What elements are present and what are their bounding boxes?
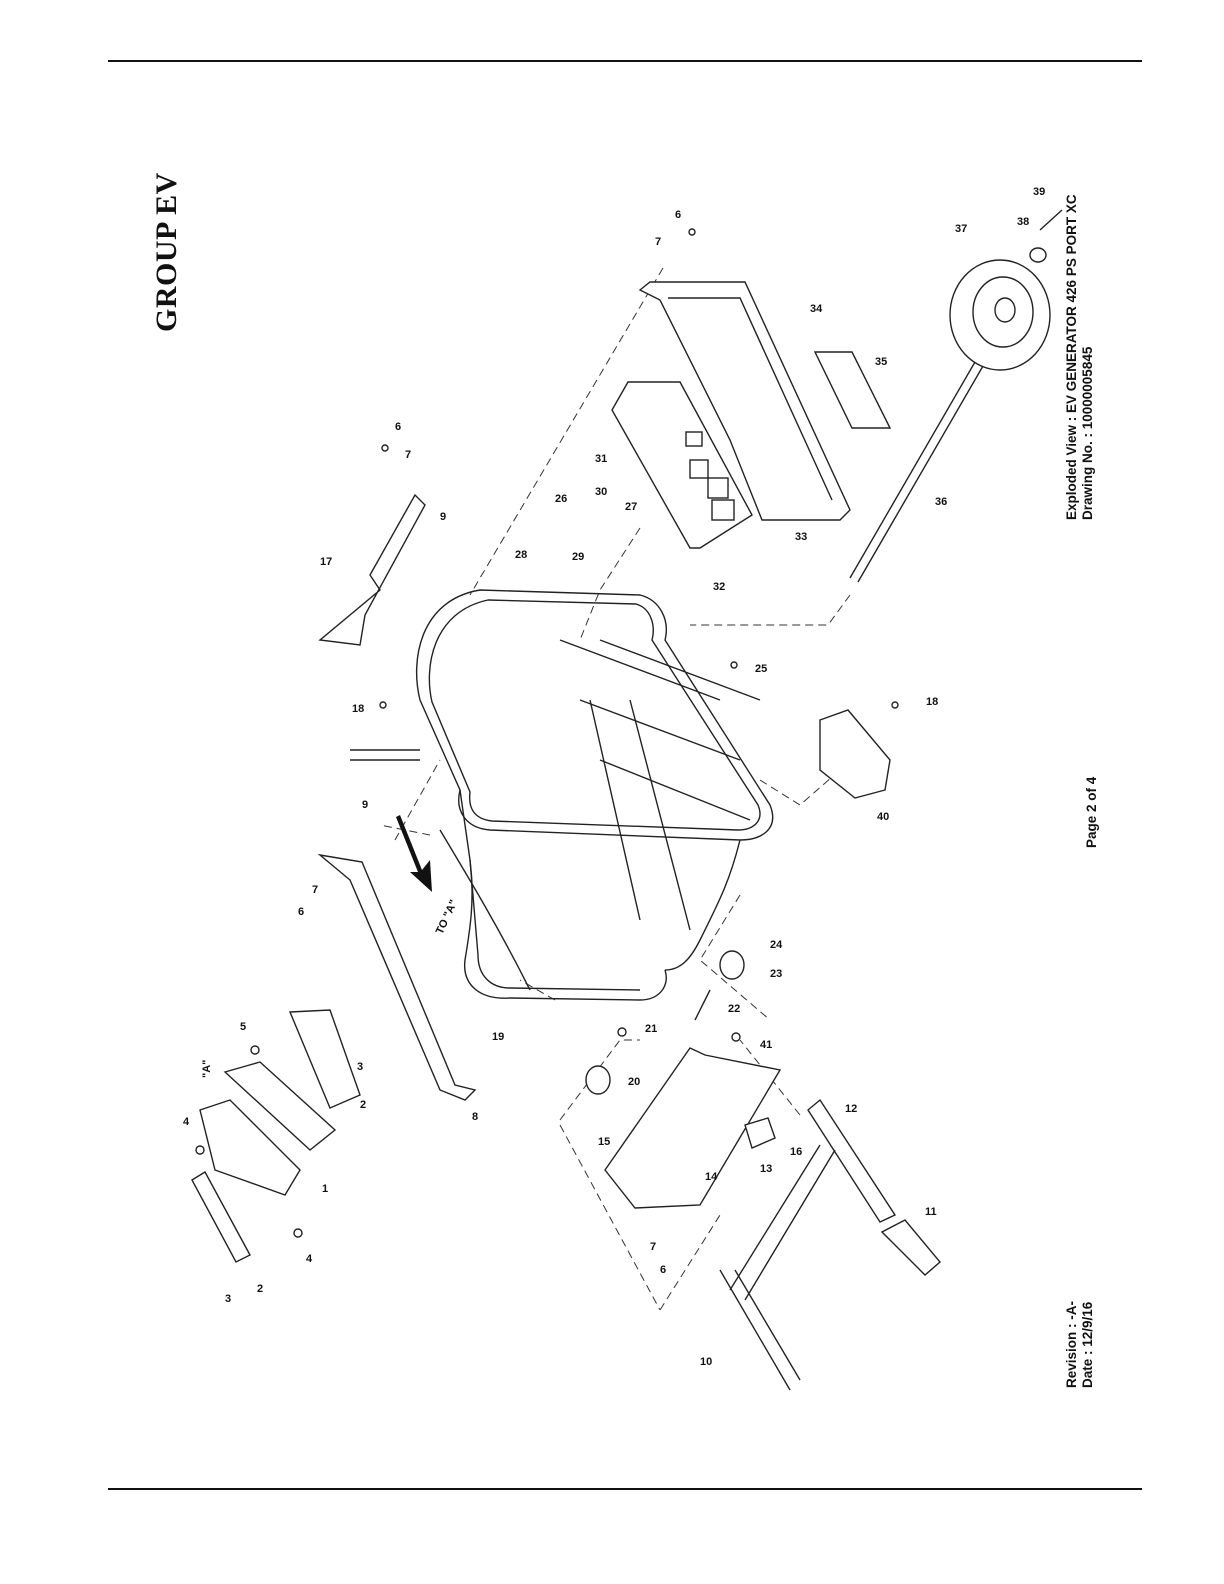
callout-label: 32 bbox=[713, 581, 725, 593]
callout-label: 25 bbox=[755, 663, 767, 675]
leg-bar bbox=[720, 1145, 835, 1390]
callout-label: 11 bbox=[925, 1206, 937, 1218]
wheel-37 bbox=[950, 260, 1050, 370]
callout-label: 26 bbox=[555, 493, 567, 505]
callout-label: 20 bbox=[628, 1076, 640, 1088]
callout-label: 37 bbox=[955, 223, 967, 235]
arrow-to-a bbox=[396, 815, 432, 892]
foot-bracket-40 bbox=[820, 710, 890, 798]
callout-label: 9 bbox=[440, 511, 446, 523]
callout-label: 18 bbox=[352, 703, 364, 715]
callout-label: 8 bbox=[472, 1111, 478, 1123]
callout-label: 5 bbox=[240, 1021, 246, 1033]
callout-label: 41 bbox=[760, 1039, 772, 1051]
callout-label: 28 bbox=[515, 549, 527, 561]
callout-label: 6 bbox=[660, 1264, 666, 1276]
callout-label: 12 bbox=[845, 1103, 857, 1115]
callout-label: 40 bbox=[877, 811, 889, 823]
callout-labels: 1 2 2 3 3 4 4 5 6 6 6 6 7 7 7 7 8 9 9 10… bbox=[183, 186, 1045, 1368]
callout-label: 3 bbox=[357, 1061, 363, 1073]
foot-11 bbox=[882, 1220, 940, 1275]
callout-label: 33 bbox=[795, 531, 807, 543]
callout-label: 36 bbox=[935, 496, 947, 508]
callout-label: 24 bbox=[770, 939, 783, 951]
pin-39 bbox=[1040, 210, 1062, 230]
callout-label: 2 bbox=[257, 1283, 263, 1295]
callout-label: 6 bbox=[298, 906, 304, 918]
callout-label: 29 bbox=[572, 551, 584, 563]
side-rail-17 bbox=[320, 495, 425, 645]
callout-label: 27 bbox=[625, 501, 637, 513]
callout-label: 10 bbox=[700, 1356, 712, 1368]
callout-label: 2 bbox=[360, 1099, 366, 1111]
callout-label: 15 bbox=[598, 1136, 610, 1148]
callout-label: 4 bbox=[183, 1116, 190, 1128]
callout-label: 18 bbox=[926, 696, 938, 708]
view-marker-a: "A" bbox=[201, 1060, 213, 1078]
callout-label: 38 bbox=[1017, 216, 1029, 228]
handle-arm bbox=[192, 1172, 250, 1262]
callout-label: 16 bbox=[790, 1146, 802, 1158]
callout-label: 1 bbox=[322, 1183, 328, 1195]
frame-assembly bbox=[350, 590, 773, 1000]
callout-label: 19 bbox=[492, 1031, 504, 1043]
callout-label: 9 bbox=[362, 799, 368, 811]
callout-label: 23 bbox=[770, 968, 782, 980]
callout-label: 30 bbox=[595, 486, 607, 498]
callout-label: 13 bbox=[760, 1163, 772, 1175]
callout-label: 21 bbox=[645, 1023, 657, 1035]
callout-label: 7 bbox=[405, 449, 411, 461]
handle-mount bbox=[290, 1010, 360, 1108]
fasteners bbox=[196, 229, 898, 1237]
washer-38 bbox=[1030, 248, 1046, 262]
callout-label: 31 bbox=[595, 453, 607, 465]
leg-12 bbox=[808, 1100, 895, 1222]
callout-label: 7 bbox=[650, 1241, 656, 1253]
callout-label: 35 bbox=[875, 356, 887, 368]
callout-label: 14 bbox=[705, 1171, 718, 1183]
callout-label: 39 bbox=[1033, 186, 1045, 198]
to-view-marker: TO "A" bbox=[434, 898, 460, 936]
callout-label: 7 bbox=[655, 236, 661, 248]
callout-label: 3 bbox=[225, 1293, 231, 1305]
callout-label: 17 bbox=[320, 556, 332, 568]
callout-label: 6 bbox=[395, 421, 401, 433]
callout-label: 22 bbox=[728, 1003, 740, 1015]
callout-label: 6 bbox=[675, 209, 681, 221]
callout-label: 34 bbox=[810, 303, 823, 315]
callout-label: 7 bbox=[312, 884, 318, 896]
callout-label: 4 bbox=[306, 1253, 313, 1265]
